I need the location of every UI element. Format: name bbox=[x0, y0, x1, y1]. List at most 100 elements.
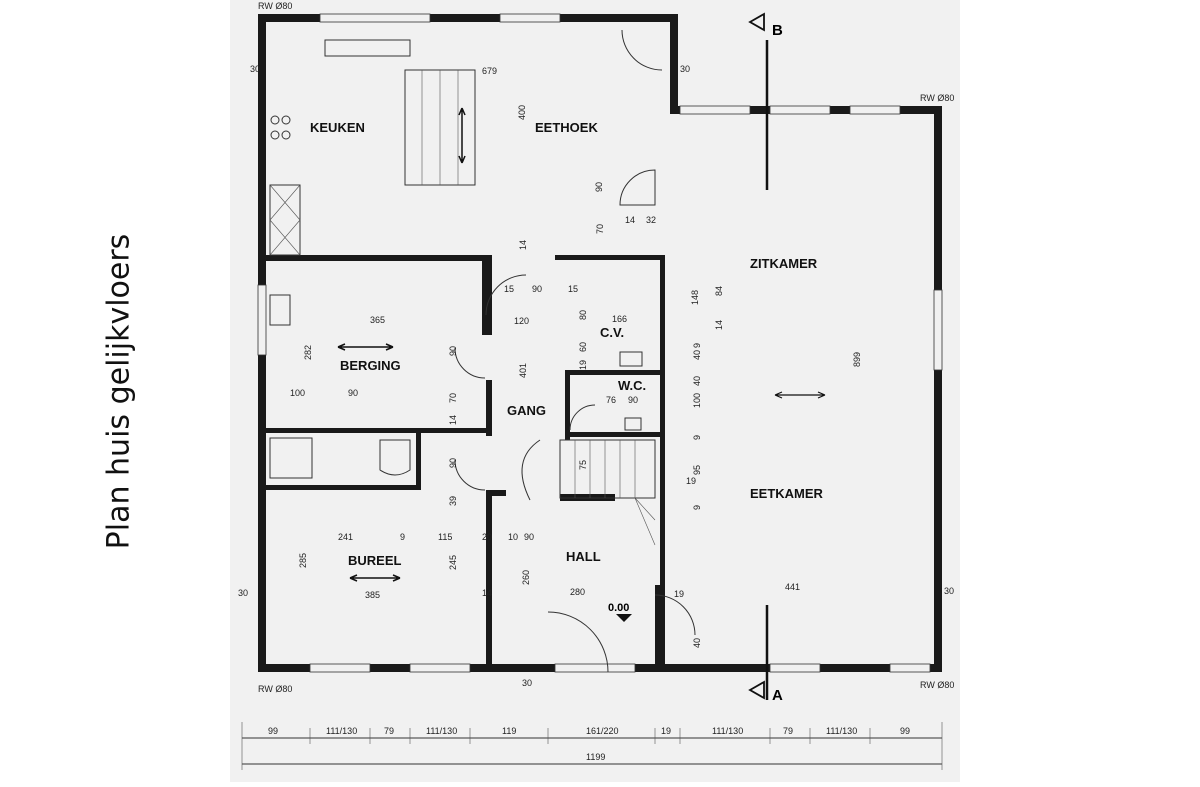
wall-top-step bbox=[670, 14, 678, 114]
door-berging bbox=[454, 347, 486, 379]
stair-curve bbox=[521, 439, 541, 501]
door-gang bbox=[485, 274, 527, 316]
svg-text:30: 30 bbox=[250, 64, 260, 74]
svg-text:111/130: 111/130 bbox=[712, 726, 743, 736]
svg-text:14: 14 bbox=[518, 240, 528, 250]
svg-text:15: 15 bbox=[504, 284, 514, 294]
svg-text:10: 10 bbox=[508, 532, 518, 542]
doors bbox=[454, 29, 696, 673]
svg-text:40: 40 bbox=[692, 638, 702, 648]
svg-text:95: 95 bbox=[692, 465, 702, 475]
dim-berging-width: 365 bbox=[370, 315, 385, 325]
outer-walls bbox=[258, 14, 942, 672]
svg-text:20: 20 bbox=[482, 532, 492, 542]
wall-cv-top bbox=[555, 255, 665, 260]
wall-bureel-hall bbox=[486, 490, 492, 670]
svg-text:15: 15 bbox=[568, 284, 578, 294]
svg-text:14: 14 bbox=[448, 415, 458, 425]
sink bbox=[269, 294, 291, 326]
svg-text:70: 70 bbox=[448, 393, 458, 403]
dimension-labels: 679 400 365 282 241 385 285 401 280 260 … bbox=[238, 64, 954, 688]
dim-kitchen-width: 679 bbox=[482, 66, 497, 76]
wall-kitchen-berging bbox=[266, 255, 486, 261]
dim-bureel-depth: 285 bbox=[298, 553, 308, 568]
svg-text:19: 19 bbox=[686, 476, 696, 486]
page-title-container: Plan huis gelijkvloers bbox=[44, 0, 194, 782]
svg-text:19: 19 bbox=[578, 360, 588, 370]
svg-text:60: 60 bbox=[578, 342, 588, 352]
staircase bbox=[521, 439, 656, 546]
svg-text:30: 30 bbox=[238, 588, 248, 598]
wc-sink bbox=[624, 417, 642, 431]
section-marker-a: A bbox=[772, 687, 783, 704]
floor-plan-drawing: B A 0.00 KEUKEN EETHOEK ZITKAMER EETKAME… bbox=[238, 1, 954, 770]
wall-wc-top bbox=[565, 370, 660, 375]
svg-text:70: 70 bbox=[595, 224, 605, 234]
svg-text:115: 115 bbox=[438, 532, 452, 542]
hob-ring bbox=[270, 115, 280, 125]
dim-gang-length: 401 bbox=[518, 363, 528, 378]
door-bureel bbox=[454, 459, 486, 491]
svg-text:32: 32 bbox=[646, 215, 656, 225]
svg-text:161/220: 161/220 bbox=[586, 726, 619, 736]
svg-text:84: 84 bbox=[714, 286, 724, 296]
svg-text:9: 9 bbox=[692, 435, 702, 440]
floor-plan: B A 0.00 KEUKEN EETHOEK ZITKAMER EETKAME… bbox=[230, 0, 960, 782]
dim-total-width: 1199 bbox=[586, 752, 605, 762]
svg-text:111/130: 111/130 bbox=[826, 726, 857, 736]
windows bbox=[257, 13, 943, 673]
page-title: Plan huis gelijkvloers bbox=[101, 233, 137, 549]
direction-arrows bbox=[337, 107, 826, 582]
svg-text:90: 90 bbox=[532, 284, 542, 294]
dim-kitchen-depth: 400 bbox=[517, 105, 527, 120]
washbasin bbox=[379, 439, 411, 476]
svg-text:19: 19 bbox=[661, 726, 671, 736]
wall-living-left-lower bbox=[655, 585, 665, 670]
dim-living-depth: 899 bbox=[852, 352, 862, 367]
dim-berging-depth: 282 bbox=[303, 345, 313, 360]
svg-text:90: 90 bbox=[628, 395, 638, 405]
svg-text:148: 148 bbox=[690, 290, 700, 305]
wall-hall-stub bbox=[492, 490, 506, 496]
bottom-dimension-chain: 99 111/130 79 111/130 119 161/220 19 111… bbox=[241, 722, 943, 770]
room-eethoek: EETHOEK bbox=[535, 120, 598, 135]
wall-berging-bureel bbox=[266, 428, 486, 433]
room-eetkamer: EETKAMER bbox=[750, 486, 824, 501]
stair-run bbox=[559, 439, 656, 499]
kitchen-cabinet bbox=[269, 184, 301, 256]
wall-right bbox=[934, 106, 942, 672]
door-wc bbox=[569, 404, 596, 431]
counter-top bbox=[324, 39, 411, 57]
level-marker-icon bbox=[616, 614, 632, 622]
svg-text:99: 99 bbox=[268, 726, 278, 736]
level-label: 0.00 bbox=[608, 602, 629, 614]
interior-walls bbox=[266, 255, 665, 670]
svg-text:39: 39 bbox=[448, 496, 458, 506]
rw-bottom-left: RW Ø80 bbox=[258, 684, 292, 694]
rw-top-left: RW Ø80 bbox=[258, 1, 292, 11]
wall-shower bbox=[266, 485, 416, 490]
fixtures bbox=[269, 39, 643, 479]
dim-living-width: 441 bbox=[785, 582, 800, 592]
svg-text:9: 9 bbox=[692, 343, 702, 348]
wall-thick-column bbox=[482, 255, 492, 335]
svg-text:119: 119 bbox=[502, 726, 516, 736]
room-bureel: BUREEL bbox=[348, 553, 402, 568]
svg-text:80: 80 bbox=[578, 310, 588, 320]
svg-text:100: 100 bbox=[692, 393, 702, 408]
door-eethoek bbox=[619, 169, 656, 206]
svg-text:30: 30 bbox=[680, 64, 690, 74]
svg-text:90: 90 bbox=[524, 532, 534, 542]
svg-text:30: 30 bbox=[944, 586, 954, 596]
section-b-arrow bbox=[748, 12, 765, 32]
svg-text:40: 40 bbox=[692, 376, 702, 386]
door-living bbox=[654, 594, 696, 636]
svg-text:111/130: 111/130 bbox=[426, 726, 457, 736]
door-front bbox=[547, 611, 609, 673]
svg-text:120: 120 bbox=[514, 316, 529, 326]
svg-text:79: 79 bbox=[783, 726, 793, 736]
room-wc: W.C. bbox=[618, 378, 646, 393]
rw-bottom-right: RW Ø80 bbox=[920, 680, 954, 690]
svg-text:111/130: 111/130 bbox=[326, 726, 357, 736]
wall-wc-left bbox=[565, 370, 570, 440]
